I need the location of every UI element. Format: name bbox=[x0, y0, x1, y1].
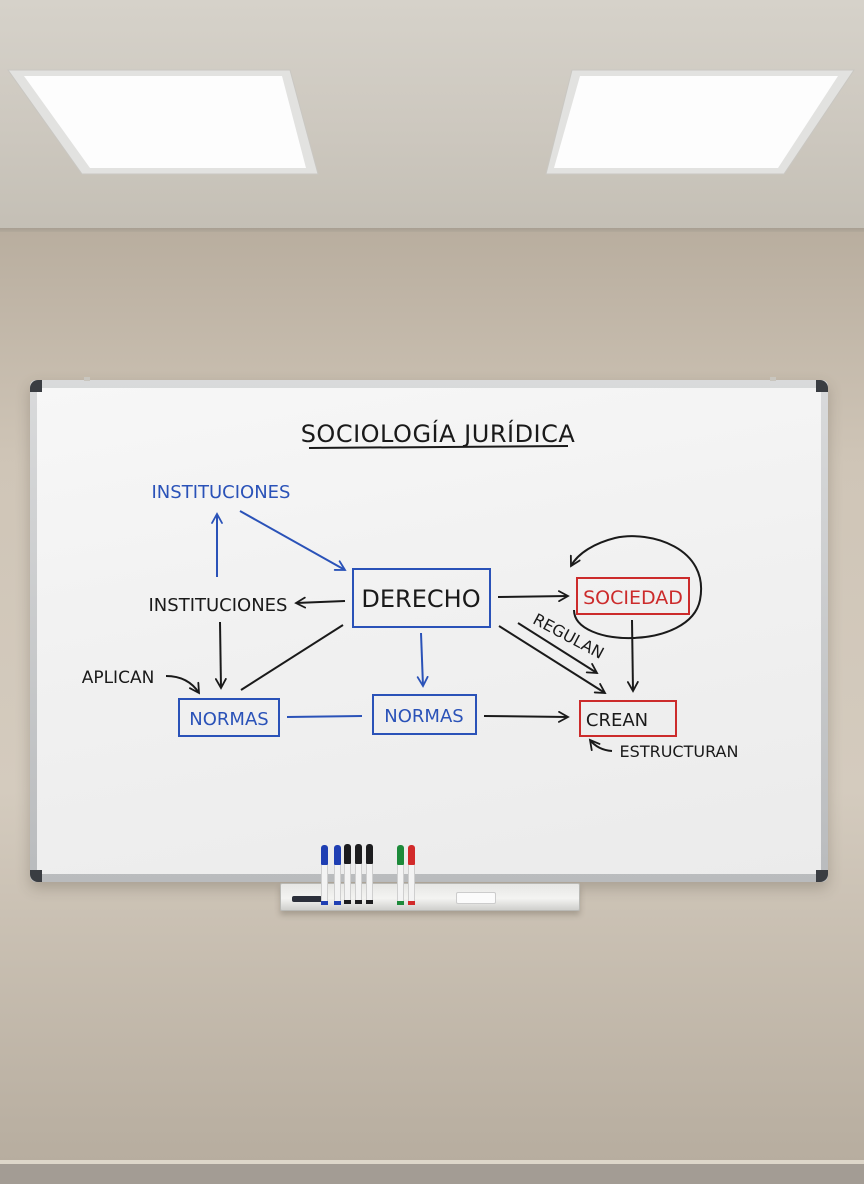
marker-body bbox=[334, 865, 341, 901]
marker-body bbox=[355, 864, 362, 900]
marker-cap bbox=[355, 844, 362, 864]
frame-corner-cap bbox=[816, 870, 828, 882]
marker-blue[interactable] bbox=[321, 845, 328, 905]
marker-red[interactable] bbox=[408, 845, 415, 905]
marker-tip bbox=[355, 900, 362, 904]
right-ceiling-light bbox=[540, 60, 864, 190]
ceiling-wall-edge bbox=[0, 228, 864, 234]
marker-cap bbox=[397, 845, 404, 865]
marker-tip bbox=[321, 901, 328, 905]
marker-cap bbox=[408, 845, 415, 865]
marker-black[interactable] bbox=[366, 844, 373, 904]
marker-tip bbox=[344, 900, 351, 904]
marker-black[interactable] bbox=[344, 844, 351, 904]
marker-cap bbox=[334, 845, 341, 865]
marker-body bbox=[397, 865, 404, 901]
dark-eraser[interactable] bbox=[292, 896, 322, 902]
floor bbox=[0, 1164, 864, 1184]
marker-cap bbox=[344, 844, 351, 864]
whiteboard-surface bbox=[37, 388, 821, 874]
marker-body bbox=[344, 864, 351, 900]
marker-tip bbox=[366, 900, 373, 904]
marker-blue[interactable] bbox=[334, 845, 341, 905]
baseboard bbox=[0, 1160, 864, 1164]
marker-green[interactable] bbox=[397, 845, 404, 905]
marker-cap bbox=[366, 844, 373, 864]
marker-cap bbox=[321, 845, 328, 865]
left-ceiling-light bbox=[0, 60, 330, 190]
marker-body bbox=[408, 865, 415, 901]
frame-corner-cap bbox=[30, 380, 42, 392]
frame-corner-cap bbox=[30, 870, 42, 882]
marker-black[interactable] bbox=[355, 844, 362, 904]
marker-tip bbox=[408, 901, 415, 905]
marker-body bbox=[366, 864, 373, 900]
marker-tip bbox=[397, 901, 404, 905]
wall-hanger bbox=[84, 377, 90, 381]
wall-hanger bbox=[770, 377, 776, 381]
marker-body bbox=[321, 865, 328, 901]
marker-tip bbox=[334, 901, 341, 905]
frame-corner-cap bbox=[816, 380, 828, 392]
marker-tray bbox=[280, 883, 580, 911]
whiteboard-eraser[interactable] bbox=[456, 892, 496, 904]
